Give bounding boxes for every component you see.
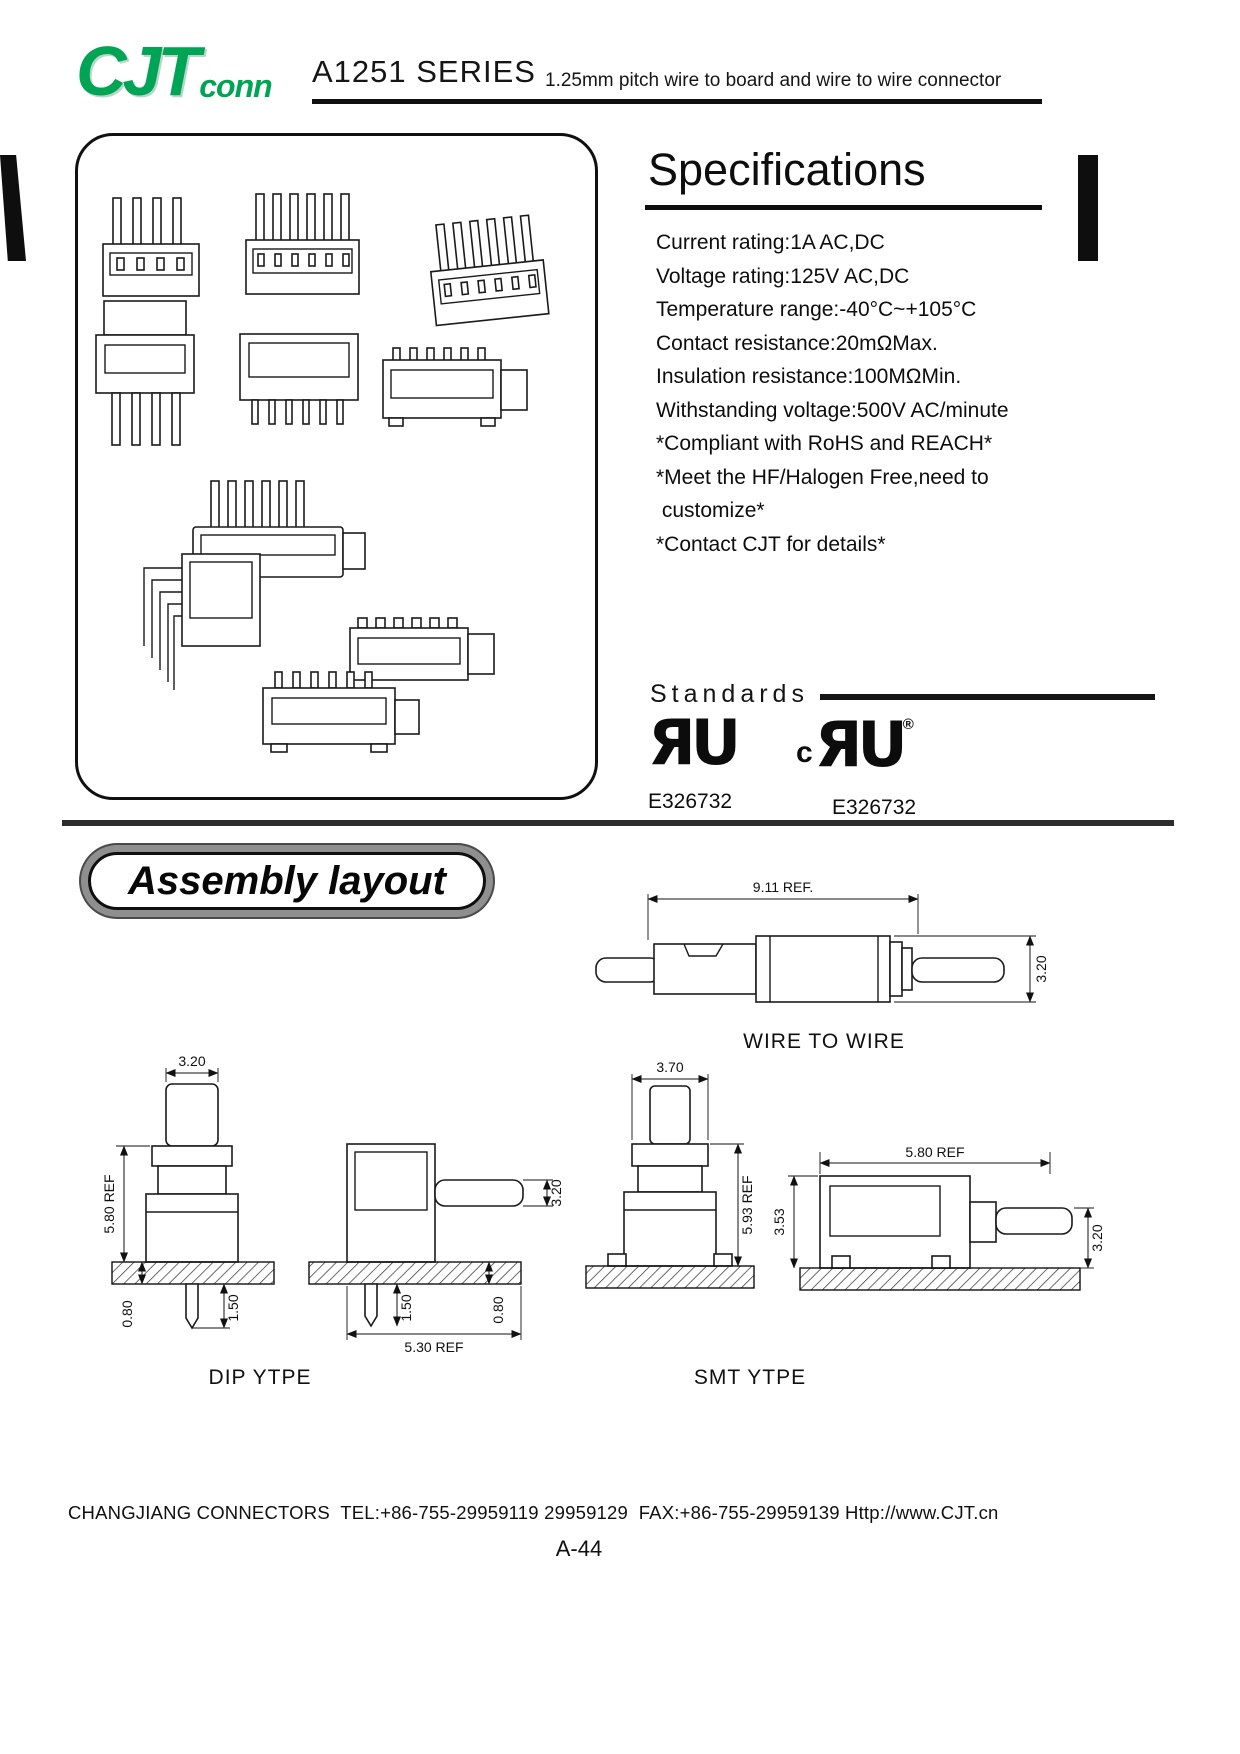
dip-type-drawing: 3.20 5.80 REF 0.80 1.50 1.50 0.80 3.20 [101, 1053, 564, 1355]
dim-width-label: 9.11 REF. [753, 879, 813, 895]
connector-drawing-5 [239, 333, 359, 425]
cul-recognized-icon: c ЯU ® [796, 714, 914, 776]
spec-line: Insulation resistance:100MΩMin. [656, 365, 962, 388]
ul-recognized-icon: ЯU [648, 706, 741, 779]
dim-080-label-2: 0.80 [490, 1296, 506, 1323]
spec-line: Voltage rating:125V AC,DC [656, 264, 910, 288]
spec-line: Current rating:1A AC,DC [656, 231, 885, 254]
wire-to-wire-label: WIRE TO WIRE [743, 1030, 905, 1053]
footer-company-line: CHANGJIANG CONNECTORS TEL:+86-755-299591… [68, 1502, 999, 1523]
pcb-hatch [799, 1267, 1081, 1291]
smt-type-drawing: 3.70 5.93 REF 5.80 REF 3.53 3.20 [585, 1059, 1105, 1291]
cjt-logo: CJT conn [76, 32, 273, 110]
dip-right-angle-part: 1.50 0.80 3.20 5.30 REF [308, 1143, 564, 1355]
spec-line: customize* [656, 499, 765, 522]
series-title: A1251 SERIES [312, 54, 536, 89]
cul-mark-letters: ЯU [814, 708, 908, 781]
right-edge-tab [1078, 155, 1098, 261]
left-edge-tab [0, 155, 26, 261]
spec-line: Withstanding voltage:500V AC/minute [656, 398, 1009, 422]
smt-vertical-part: 3.70 5.93 REF [585, 1059, 755, 1289]
dim-height-label: 3.20 [1033, 955, 1049, 982]
assembly-layout-title: Assembly layout [128, 858, 446, 903]
spec-line: Temperature range:-40°C~+105°C [656, 298, 977, 321]
spec-line: Contact resistance:20mΩMax. [656, 331, 938, 355]
pcb-hatch [111, 1261, 275, 1285]
dim-353-label: 3.53 [771, 1208, 787, 1235]
standards-title: Standards [650, 680, 809, 708]
ul-file-number-2: E326732 [832, 796, 917, 819]
smt-right-angle-part: 5.80 REF 3.53 3.20 [771, 1144, 1105, 1291]
specifications-list: Current rating:1A AC,DC Voltage rating:1… [656, 226, 1009, 561]
dim-370-label: 3.70 [656, 1059, 683, 1075]
wire-to-wire-part [595, 935, 1005, 1003]
dim-320-label-2: 3.20 [548, 1179, 564, 1206]
dim-593ref-label: 5.93 REF [739, 1175, 755, 1234]
spec-line: *Meet the HF/Halogen Free,need to [656, 465, 989, 489]
registered-trademark-icon: ® [902, 716, 914, 733]
dim-320-label-3: 3.20 [1089, 1224, 1105, 1251]
dim-080-label: 0.80 [119, 1300, 135, 1327]
dim-580ref-label-2: 5.80 REF [905, 1144, 964, 1160]
assembly-layout-badge: Assembly layout [88, 852, 486, 910]
product-image-box [75, 133, 598, 800]
wire-to-wire-drawing: 9.11 REF. 3.20 [595, 879, 1049, 1003]
spec-line: *Contact CJT for details* [656, 532, 886, 556]
page-number: A-44 [555, 1536, 603, 1561]
connector-drawing-1 [102, 197, 200, 297]
dip-type-label: DIP YTPE [208, 1366, 312, 1389]
ul-file-number-1: E326732 [648, 790, 733, 813]
wire-to-wire-dimensions: 9.11 REF. 3.20 [647, 879, 1049, 1003]
dim-150-label: 1.50 [225, 1294, 241, 1321]
connector-drawing-10 [262, 671, 420, 753]
header-rule [312, 99, 1042, 104]
smt-type-label: SMT YTPE [693, 1366, 807, 1389]
series-subtitle: 1.25mm pitch wire to board and wire to w… [545, 70, 1002, 91]
connector-drawing-2 [245, 193, 360, 295]
connector-drawing-8 [143, 553, 261, 690]
specifications-rule [645, 205, 1042, 210]
logo-text-conn: conn [199, 68, 272, 104]
dip-vertical-part: 3.20 5.80 REF 0.80 1.50 [101, 1053, 275, 1330]
connector-drawing-4 [95, 300, 195, 446]
spec-line: *Compliant with RoHS and REACH* [656, 432, 993, 455]
pcb-hatch [308, 1261, 522, 1285]
pcb-hatch [585, 1265, 755, 1289]
dim-320-label: 3.20 [178, 1053, 205, 1069]
connector-drawing-3 [429, 214, 550, 327]
section-divider [62, 820, 1174, 826]
dim-530ref-label: 5.30 REF [404, 1339, 463, 1355]
dim-580ref-label: 5.80 REF [101, 1174, 117, 1233]
dim-150-label-2: 1.50 [398, 1294, 414, 1321]
specifications-title: Specifications [648, 144, 926, 195]
connector-drawing-9 [349, 617, 495, 681]
standards-rule [820, 694, 1155, 700]
cul-prefix: c [796, 736, 813, 769]
logo-text-cjt: CJT [76, 32, 200, 110]
ul-mark-letters: ЯU [648, 706, 741, 779]
connector-drawing-6 [382, 347, 528, 427]
product-drawings [95, 193, 550, 753]
